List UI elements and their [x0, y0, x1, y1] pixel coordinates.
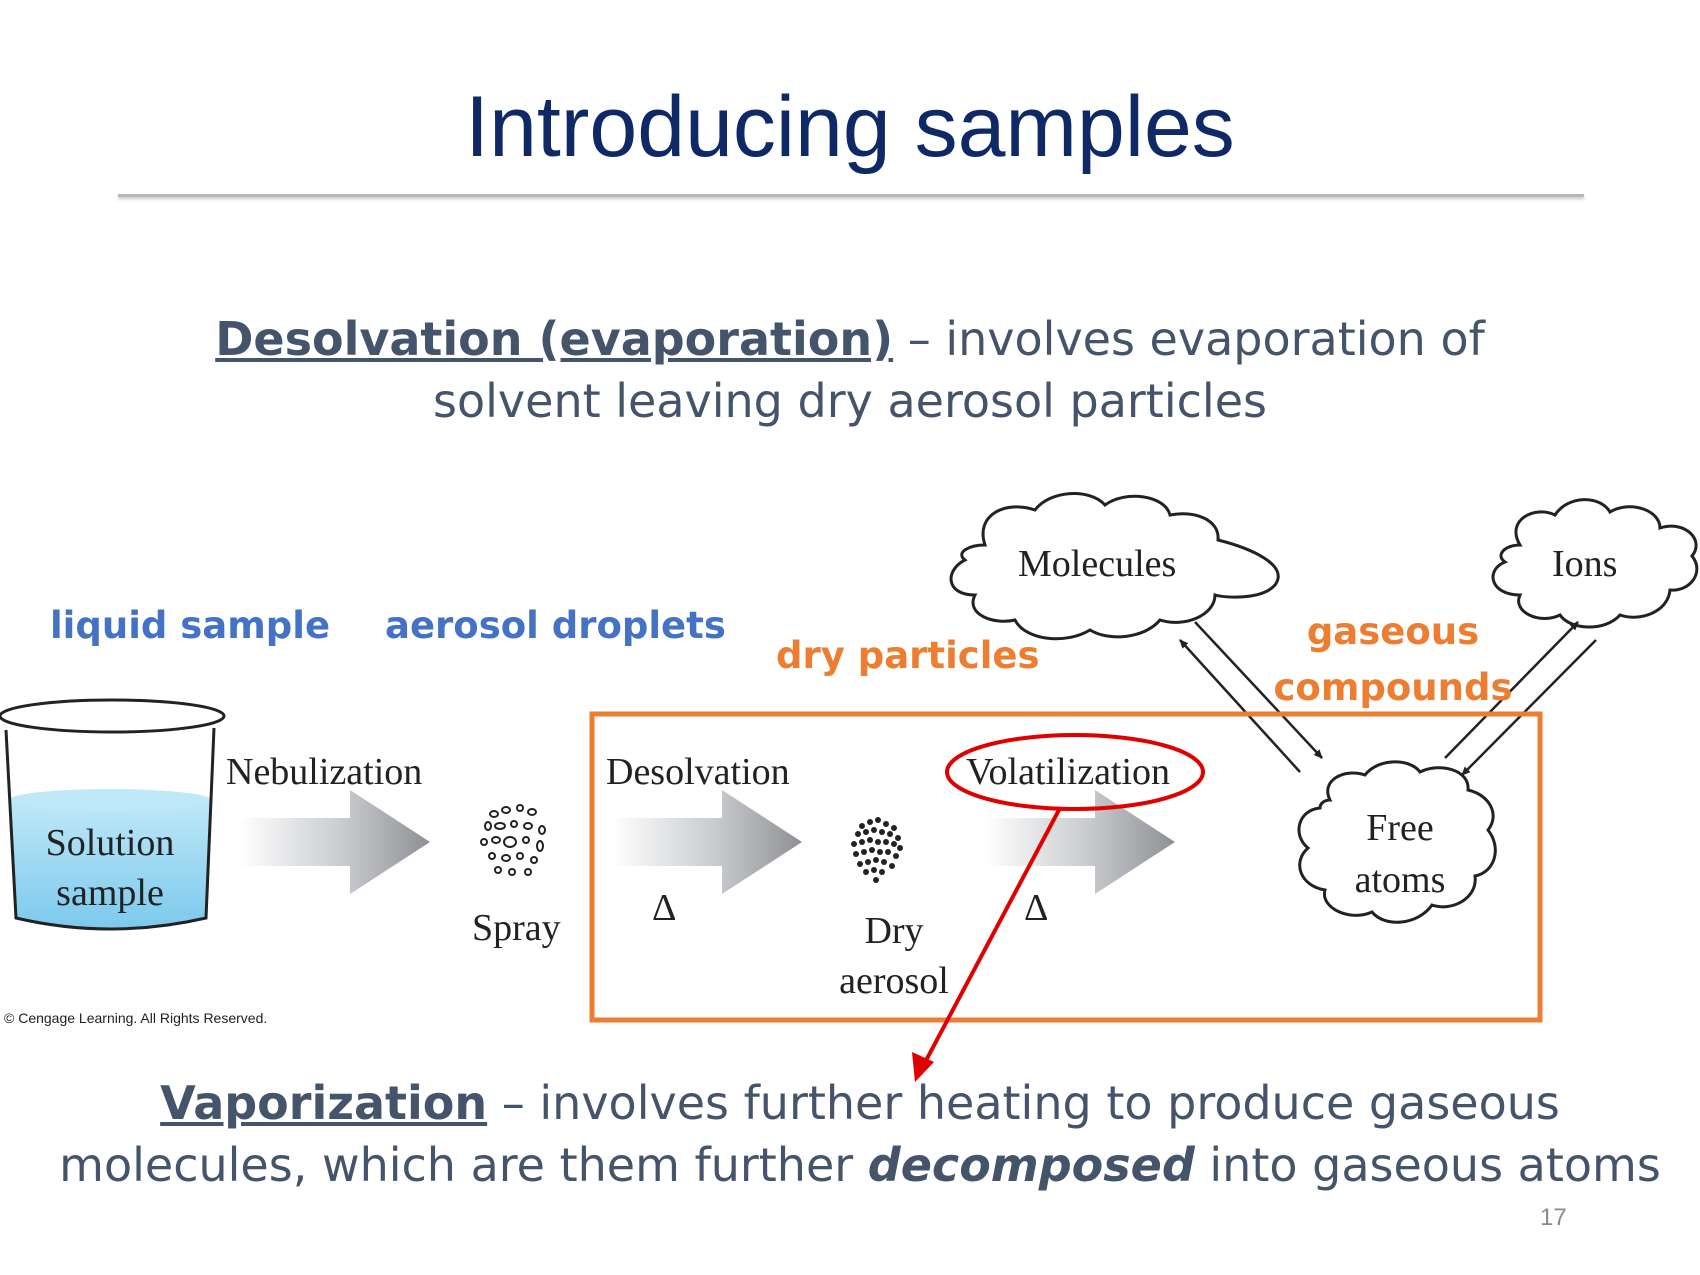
vaporization-line-1: Vaporization – involves further heating …	[40, 1072, 1680, 1134]
desolvation-description: Desolvation (evaporation) – involves eva…	[170, 308, 1530, 432]
label-dry-particles: dry particles	[776, 634, 1040, 677]
label-gaseous-line-2: compounds	[1273, 666, 1513, 709]
vaporization-text-2b: into gaseous atoms	[1194, 1138, 1661, 1192]
heat-delta-1: Δ	[652, 887, 677, 929]
free-line-2: atoms	[1354, 859, 1446, 901]
vaporization-line-2: molecules, which are them further decomp…	[40, 1134, 1680, 1196]
desolvation-term: Desolvation (evaporation)	[215, 312, 894, 366]
heat-delta-2: Δ	[1024, 887, 1049, 929]
ions-cloud	[1491, 498, 1699, 629]
desolvation-text-2: solvent leaving dry aerosol particles	[433, 374, 1267, 428]
dry-line-1: Dry	[864, 910, 924, 952]
slide-title: Introducing samples	[465, 79, 1235, 175]
solution-line-1: Solution	[45, 822, 175, 864]
free-atoms-cloud	[1297, 760, 1497, 924]
volatilization-label: Volatilization	[966, 751, 1171, 793]
desolvation-arrow	[612, 790, 802, 894]
molecules-cloud	[949, 492, 1280, 641]
desolvation-text-1: – involves evaporation of	[893, 312, 1485, 366]
red-pointer-arrowhead	[912, 1052, 934, 1082]
nebulization-arrow	[240, 790, 430, 894]
vaporization-text-2a: molecules, which are them further	[59, 1138, 868, 1192]
decomposed-emphasis: decomposed	[867, 1138, 1195, 1192]
solution-line-2: sample	[56, 872, 164, 914]
vaporization-term: Vaporization	[160, 1076, 488, 1130]
beaker-icon	[0, 698, 226, 931]
highlight-box	[589, 711, 1543, 1023]
spray-label: Spray	[472, 907, 561, 949]
desolvation-label: Desolvation	[606, 751, 790, 793]
free-atoms-label: Free atoms	[1318, 802, 1482, 906]
vaporization-description: Vaporization – involves further heating …	[40, 1072, 1680, 1196]
dry-aerosol-icon	[851, 817, 903, 883]
ions-to-atoms-arrow	[1461, 639, 1597, 776]
page-number: 17	[1540, 1204, 1567, 1231]
label-aerosol-droplets: aerosol droplets	[385, 604, 726, 647]
copyright-credit: © Cengage Learning. All Rights Reserved.	[4, 1010, 268, 1026]
red-pointer-arrow	[920, 807, 1062, 1069]
molecules-label: Molecules	[1018, 543, 1177, 585]
solution-sample-label: Solution sample	[20, 818, 200, 918]
title-divider	[118, 194, 1584, 197]
spray-droplets-icon	[480, 804, 546, 876]
volatilization-arrow	[985, 790, 1175, 894]
label-gaseous-line-1: gaseous	[1306, 610, 1480, 653]
nebulization-label: Nebulization	[226, 751, 423, 793]
atoms-to-ions-arrow	[1444, 621, 1579, 759]
dry-line-2: aerosol	[839, 960, 949, 1002]
molecules-to-atoms-arrow	[1194, 621, 1323, 759]
atoms-to-molecules-arrow	[1179, 639, 1301, 773]
ions-label: Ions	[1552, 543, 1618, 585]
volatilization-highlight-ellipse	[945, 733, 1205, 811]
vaporization-text-1: – involves further heating to produce ga…	[487, 1076, 1560, 1130]
label-liquid-sample: liquid sample	[50, 604, 331, 647]
free-line-1: Free	[1366, 807, 1434, 849]
label-gaseous-compounds: gaseous compounds	[1268, 604, 1518, 716]
desolvation-line-1: Desolvation (evaporation) – involves eva…	[170, 308, 1530, 370]
dry-aerosol-label: Dry aerosol	[816, 906, 972, 1006]
